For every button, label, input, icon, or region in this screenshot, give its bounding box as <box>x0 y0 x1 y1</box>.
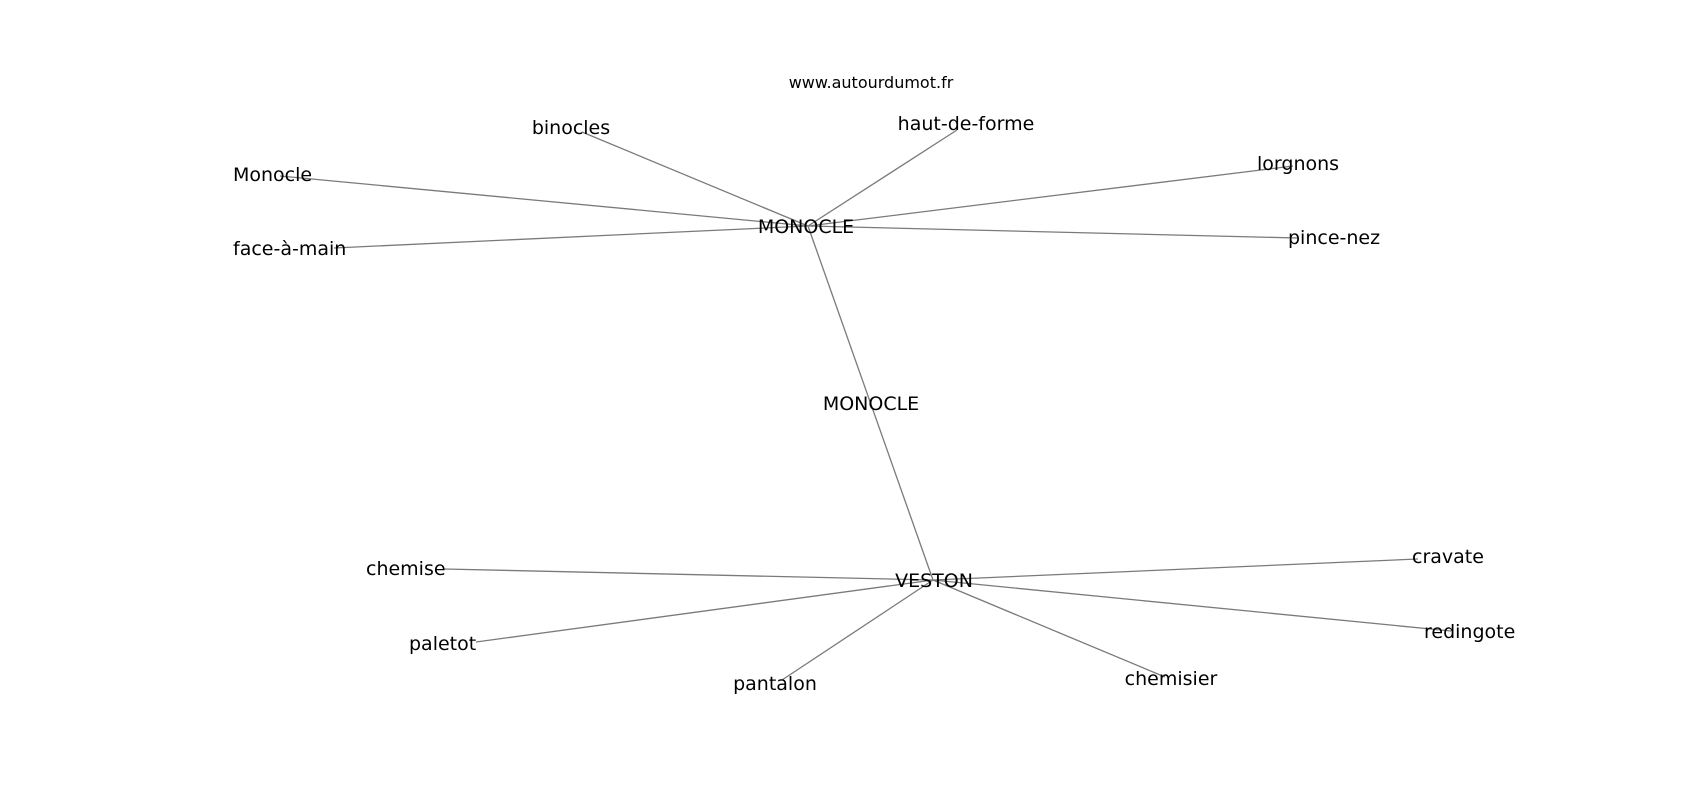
edge-monocle-center-veston <box>807 225 934 581</box>
edge-monocle-center-lorgnons <box>807 165 1294 227</box>
edge-monocle-center-face-a-main <box>333 225 809 249</box>
node-label-cravate[interactable]: cravate <box>1412 546 1484 568</box>
node-label-redingote[interactable]: redingote <box>1424 621 1515 643</box>
edge-monocle-center-monocle-leaf <box>279 175 809 227</box>
edge-monocle-center-binocles <box>581 131 809 227</box>
node-label-pince-nez[interactable]: pince-nez <box>1288 227 1380 249</box>
node-label-monocle-center[interactable]: MONOCLE <box>758 216 854 238</box>
edge-monocle-center-haut-de-forme <box>807 129 958 227</box>
graph-node-labels: MONOCLE VESTON MONOCLE binocles haut-de-form… <box>233 113 1515 695</box>
site-url: www.autourdumot.fr <box>789 73 954 92</box>
node-label-monocle-leaf[interactable]: Monocle <box>233 164 312 186</box>
edge-veston-chemisier <box>932 579 1166 678</box>
graph-edges <box>279 129 1452 681</box>
edge-veston-cravate <box>932 558 1419 581</box>
node-label-chemise[interactable]: chemise <box>366 558 446 580</box>
edge-veston-chemise <box>443 568 934 581</box>
node-label-pantalon[interactable]: pantalon <box>733 673 817 695</box>
node-label-haut-de-forme[interactable]: haut-de-forme <box>898 113 1035 135</box>
node-label-chemisier[interactable]: chemisier <box>1125 668 1218 690</box>
edge-veston-redingote <box>932 579 1452 632</box>
node-label-binocles[interactable]: binocles <box>532 117 610 139</box>
edge-veston-paletot <box>475 579 934 643</box>
edge-monocle-center-pince-nez <box>807 225 1298 239</box>
node-label-face-a-main[interactable]: face-à-main <box>233 238 346 260</box>
node-label-link-label[interactable]: MONOCLE <box>823 393 919 415</box>
node-label-paletot[interactable]: paletot <box>409 633 476 655</box>
node-label-lorgnons[interactable]: lorgnons <box>1257 153 1339 175</box>
node-label-veston[interactable]: VESTON <box>895 570 973 592</box>
edge-veston-pantalon <box>781 579 934 681</box>
